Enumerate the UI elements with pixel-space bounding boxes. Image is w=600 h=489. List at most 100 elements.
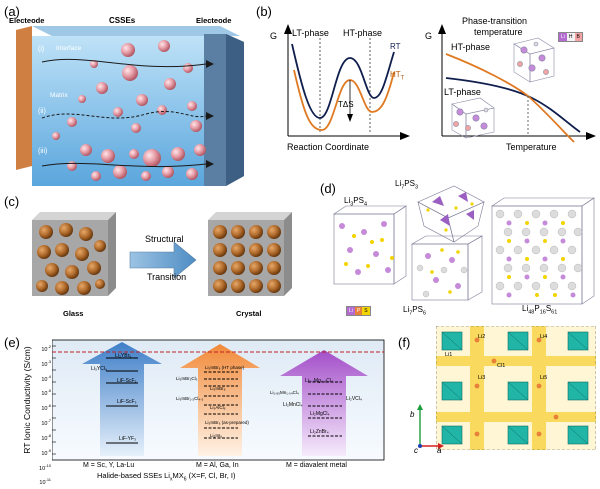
y-tick-base: 10: [39, 465, 46, 472]
axis-b-label: b: [410, 410, 415, 419]
y-tick-exp: -8: [47, 432, 51, 438]
panel-f-li-diffusion-map: [436, 326, 596, 450]
y-tick-label: 10-4: [25, 371, 51, 386]
li7ps3-sub1: 7: [401, 184, 405, 191]
group1-arrow: [82, 342, 162, 456]
y-tick-base: 10: [41, 391, 48, 398]
y-tick-labels: 10-2 10-3 10-4 10-5 10-6 10-7 10-8 10-9 …: [25, 341, 51, 489]
li3ps4-sub1: 3: [350, 201, 354, 208]
legend-li: Li: [559, 33, 567, 41]
xlabel-part1: Halide-based SSEs Li: [97, 471, 170, 480]
y-tick-exp: -9: [47, 447, 51, 453]
label-li21mg09cl4: Li₂.₁Mg₀.₉Cl₄: [305, 378, 334, 384]
li48-p: P: [534, 304, 540, 313]
panel-a-right-electrode-label: Electeode: [196, 16, 232, 25]
site-li2: Li2: [478, 334, 486, 340]
group3-arrow: [280, 350, 368, 456]
label-li2mgcl4: Li₂MgCl₄: [310, 411, 330, 417]
li48-sub2: 16: [539, 309, 546, 316]
rt-label: RT: [390, 42, 401, 51]
label-li3inbr6-ht: Li₃InBr₆ (HT phase): [205, 365, 245, 370]
path-i-label: (i): [38, 46, 45, 53]
x-category-2: M = Al, Ga, In: [196, 462, 239, 469]
panel-e-x-axis-label: Halide-based SSEs LixMX6 (X=F, Cl, Br, I…: [97, 471, 235, 483]
y-axis-ticks: [52, 345, 56, 455]
y-tick-label: 10-7: [25, 415, 51, 430]
panel-c-letter: (c): [4, 194, 20, 209]
label-li2vcl4: Li₂VCl₄: [346, 396, 362, 402]
label-lif-scf3-2: LiF-ScF₃: [117, 399, 137, 405]
panel-b-element-legend: Li H B: [558, 32, 583, 42]
rt-curve: [291, 43, 395, 119]
legend-p-d: P: [354, 307, 363, 315]
li48p16s61-label: Li48P16S61: [522, 304, 557, 316]
crystal-label: Crystal: [236, 309, 262, 318]
panel-b-g-axis-label-2: G: [425, 31, 433, 41]
ht-t-main: HT: [390, 70, 401, 79]
y-tick-label: 10-2: [25, 341, 51, 356]
reaction-coordinate-label: Reaction Coordinate: [287, 142, 370, 152]
legend-s-d: S: [362, 307, 370, 315]
axis-a-label: a: [437, 446, 442, 455]
tds-label: TΔS: [338, 100, 354, 109]
li48-s: S: [545, 304, 552, 313]
label-li3ycl6: Li₃YCl₆: [91, 366, 108, 372]
site-li3: Li3: [478, 375, 486, 381]
label-li3ini6: Li₃InI₆: [210, 433, 223, 438]
panel-a-left-electrode-label: Electeode: [9, 16, 45, 25]
label-li3inbr3cl3: Li₃InBr₃Cl₃: [176, 376, 198, 381]
label-li3inbr15cl45: Li₃InBr₁.₅Cl₄.₅: [176, 396, 204, 401]
xlabel-sub2: 6: [183, 476, 187, 483]
site-li5: Li5: [540, 375, 548, 381]
panel-f-letter: (f): [398, 335, 411, 350]
y-tick-label: 10-3: [25, 356, 51, 371]
y-tick-label: 10-6: [25, 400, 51, 415]
li48p16s61-structure: [491, 197, 595, 305]
panel-e-conductivity-chart: [52, 339, 385, 461]
phase-transition-title: Phase-transition: [462, 16, 528, 26]
legend-b: B: [574, 33, 582, 41]
axis-c-label: c: [414, 446, 418, 455]
path-ii-label: (ii): [38, 108, 46, 115]
y-tick-base: 10: [41, 361, 48, 368]
y-tick-exp: -5: [47, 388, 51, 394]
x-category-3: M = diavalent metal: [286, 462, 347, 469]
path-ii-arrow: [41, 110, 207, 119]
ht-phase-curve: [445, 53, 575, 143]
li7ps6-sub1: 7: [409, 310, 413, 317]
li3ps4-label: Li3PS4: [344, 196, 367, 208]
li7ps6-sub2: 6: [422, 310, 427, 317]
y-tick-label: 10-10: [25, 460, 51, 475]
legend-li-d: Li: [347, 307, 355, 315]
panel-d-crystal-structures: [333, 185, 595, 305]
glass-label: Glass: [63, 309, 84, 318]
lt-phase-label: LT-phase: [292, 28, 329, 38]
y-tick-exp: -11: [45, 477, 51, 483]
panel-b-g-axis-label-1: G: [270, 31, 278, 41]
legend-h: H: [566, 33, 575, 41]
panel-f-axis-indicator: [417, 404, 444, 449]
path-i-arrow: [41, 58, 207, 68]
phase-transition-title-2: temperature: [474, 27, 523, 37]
y-tick-exp: -6: [47, 403, 51, 409]
xlabel-part2: MX: [172, 471, 184, 480]
group2-arrow: [180, 344, 260, 456]
panel-e-letter: (e): [4, 335, 20, 350]
li7ps3-label: Li7PS3: [395, 179, 418, 191]
site-li4: Li4: [540, 334, 548, 340]
label-li3inbr6-as-prepared: Li₃InBr₆ (as-prepared): [205, 420, 249, 425]
y-tick-base: 10: [41, 346, 48, 353]
matrix-label: Matrix: [50, 92, 68, 99]
y-tick-base: 10: [41, 420, 48, 427]
label-lif-yf3: LiF-YF₃: [119, 436, 137, 442]
interface-label: Interface: [56, 45, 82, 52]
label-lif-scf3-1: LiF-ScF₃: [117, 378, 137, 384]
li7ps3-sub2: 3: [414, 184, 419, 191]
ht-phase-label: HT-phase: [343, 28, 383, 38]
structural-label: Structural: [145, 234, 184, 244]
group3-markers: [308, 381, 342, 437]
li7ps3-structure: [417, 185, 485, 243]
panel-a-csses-label: CSSEs: [109, 16, 136, 25]
li48-li: Li: [522, 304, 529, 313]
li7ps3-ps: PS: [404, 179, 415, 188]
